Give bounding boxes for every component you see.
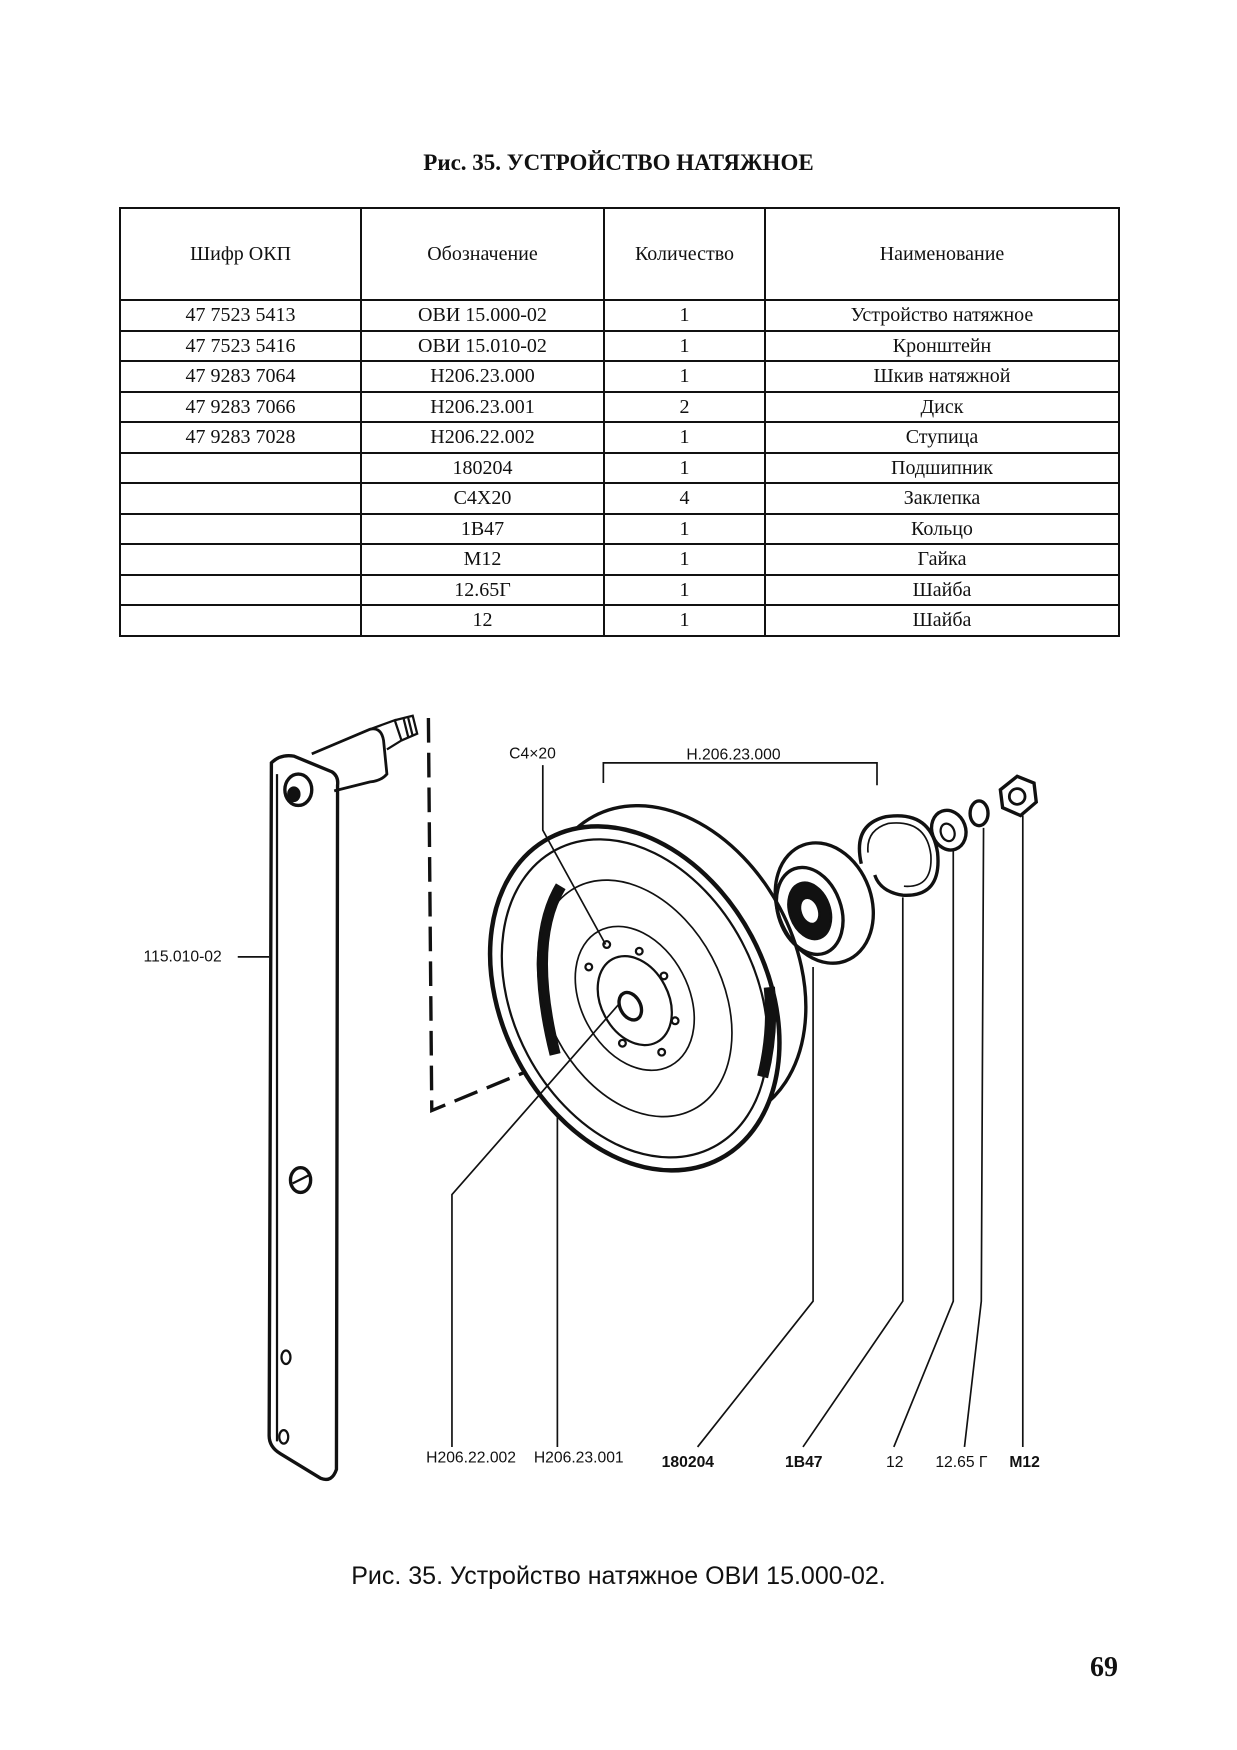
cell-designation: ОВИ 15.010-02 — [360, 329, 605, 362]
nut-part — [998, 774, 1039, 818]
cell-quantity: 2 — [603, 390, 766, 423]
label-disk: Н206.23.001 — [534, 1450, 624, 1467]
bearing-part — [773, 841, 876, 965]
parts-table: Шифр ОКП Обозначение Количество Наименов… — [119, 207, 1120, 637]
cell-name: Подшипник — [764, 451, 1120, 484]
cell-designation: С4Х20 — [360, 482, 605, 515]
label-bearing: 180204 — [662, 1454, 715, 1471]
cell-designation: ОВИ 15.000-02 — [360, 299, 605, 332]
header-designation: Обозначение — [360, 207, 605, 301]
cell-designation: 12 — [360, 604, 605, 637]
label-nut: М12 — [1009, 1454, 1040, 1471]
figure-title: Рис. 35. УСТРОЙСТВО НАТЯЖНОЕ — [423, 150, 814, 175]
table-header-row: Шифр ОКП Обозначение Количество Наименов… — [119, 207, 1120, 301]
header-quantity: Количество — [603, 207, 766, 301]
cell-name: Шайба — [764, 604, 1120, 637]
dashed-axis-line — [426, 717, 528, 1114]
header-name: Наименование — [764, 207, 1120, 301]
bracket-part — [267, 754, 340, 1482]
flat-washer-part — [929, 808, 968, 852]
cell-okp-code: 47 7523 5413 — [119, 299, 362, 332]
cell-okp-code: 47 9283 7066 — [119, 390, 362, 423]
spring-washer-part — [968, 799, 990, 828]
retaining-ring-part — [857, 814, 940, 897]
pulley-part — [487, 803, 808, 1173]
label-hub: Н206.22.002 — [426, 1450, 516, 1467]
cell-designation: Н206.23.001 — [360, 390, 605, 423]
cell-designation: 180204 — [360, 451, 605, 484]
cell-name: Заклепка — [764, 482, 1120, 515]
cell-quantity: 1 — [603, 360, 766, 393]
cell-quantity: 1 — [603, 604, 766, 637]
cell-name: Кронштейн — [764, 329, 1120, 362]
label-bracket: 115.010-02 — [144, 948, 222, 965]
cell-okp-code — [119, 543, 362, 576]
cell-quantity: 1 — [603, 329, 766, 362]
shaft-part — [311, 714, 419, 793]
cell-quantity: 4 — [603, 482, 766, 515]
figure-caption: Рис. 35. Устройство натяжное ОВИ 15.000-… — [351, 1562, 886, 1590]
label-rivet: С4×20 — [509, 745, 556, 762]
label-ring: 1В47 — [785, 1454, 823, 1471]
header-okp-code: Шифр ОКП — [119, 207, 362, 301]
label-spring-washer: 12.65 Г — [935, 1454, 988, 1471]
cell-designation: Н206.22.002 — [360, 421, 605, 454]
cell-quantity: 1 — [603, 512, 766, 545]
label-pulley-assembly: Н.206.23.000 — [686, 746, 780, 763]
cell-name: Ступица — [764, 421, 1120, 454]
cell-okp-code — [119, 604, 362, 637]
leader-lines — [237, 762, 1024, 1448]
page-number: 69 — [1090, 1652, 1118, 1683]
label-washer: 12 — [886, 1454, 903, 1471]
